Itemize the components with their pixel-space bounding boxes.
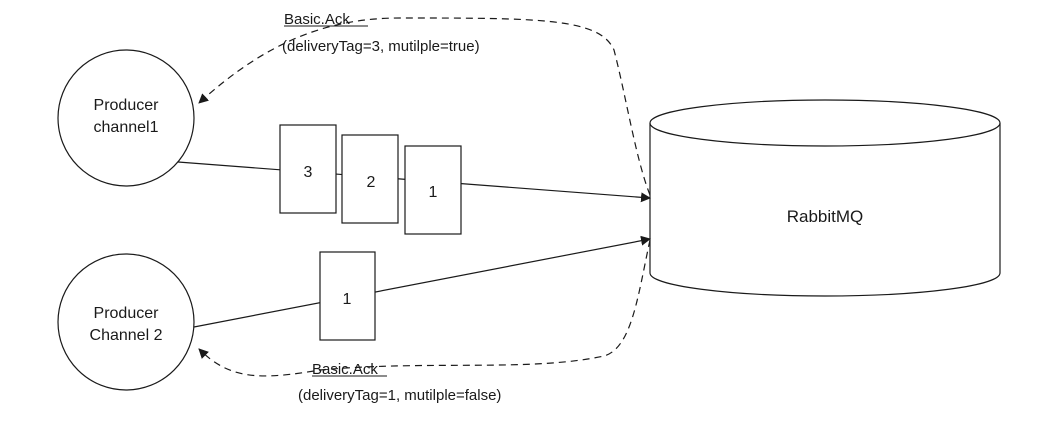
rabbitmq-label: RabbitMQ [787,207,864,226]
producer-channel2-node: Producer Channel 2 [57,253,195,391]
producer-channel1-label-line2: channel1 [94,119,159,136]
ack1-title: Basic.Ack [284,11,350,28]
producer-channel2-label-line2: Channel 2 [90,327,163,344]
channel2-publish-arrow [193,235,651,328]
rabbitmq-broker-node: RabbitMQ [649,99,1001,297]
ack1-dashed-arrow [198,17,651,196]
message-tag: 1 [343,291,352,308]
ack2-dashed-arrow [198,239,651,377]
message-box: 3 [279,124,337,214]
producer-channel2-label-line1: Producer [94,305,160,322]
ack2-detail: (deliveryTag=1, mutilple=false) [298,387,501,404]
message-box: 1 [404,145,462,235]
message-tag: 3 [304,164,313,181]
message-box: 2 [341,134,399,224]
message-tag: 1 [429,184,438,201]
message-tag: 2 [367,174,376,191]
message-box: 1 [319,251,376,341]
producer-channel1-node: Producer channel1 [57,49,195,187]
ack1-detail: (deliveryTag=3, mutilple=true) [282,38,480,55]
ack2-title: Basic.Ack [312,361,378,378]
producer-channel1-label-line1: Producer [94,97,160,114]
